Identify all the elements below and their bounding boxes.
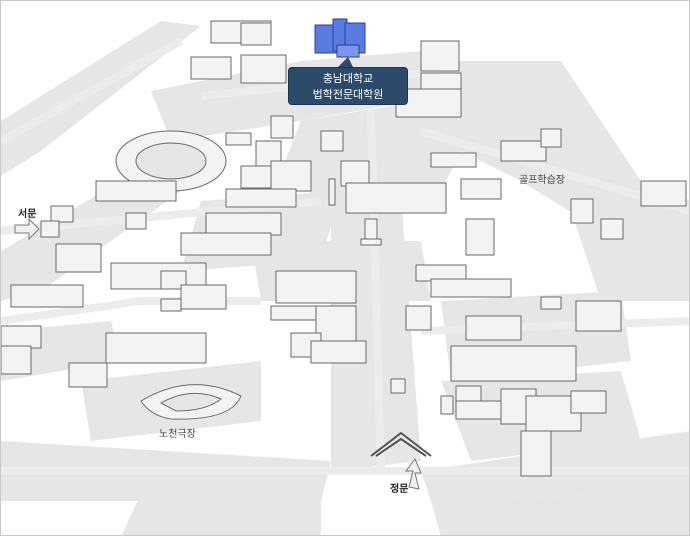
tooltip-university-name: 충남대학교 bbox=[322, 72, 374, 85]
selected-building-tooltip[interactable]: 충남대학교 법학전문대학원 bbox=[288, 67, 408, 105]
open-theater-shape bbox=[140, 384, 242, 420]
tooltip-building-name: 법학전문대학원 bbox=[312, 88, 384, 101]
main-gate-label[interactable]: 정문 bbox=[390, 484, 409, 495]
west-gate-label[interactable]: 서문 bbox=[18, 209, 37, 220]
center-tower bbox=[360, 218, 382, 246]
main-gate-arrow bbox=[405, 458, 422, 490]
law-school-building bbox=[314, 18, 366, 58]
tooltip-pointer bbox=[338, 57, 353, 67]
buildings bbox=[1, 20, 687, 477]
west-gate-arrow bbox=[14, 217, 40, 241]
gate-arrows bbox=[14, 217, 422, 490]
clock-tower bbox=[328, 178, 336, 206]
golf-range-label[interactable]: 골프학습장 bbox=[519, 175, 565, 186]
open-theater-label[interactable]: 노천극장 bbox=[159, 429, 196, 440]
main-gate-arch bbox=[370, 431, 432, 457]
